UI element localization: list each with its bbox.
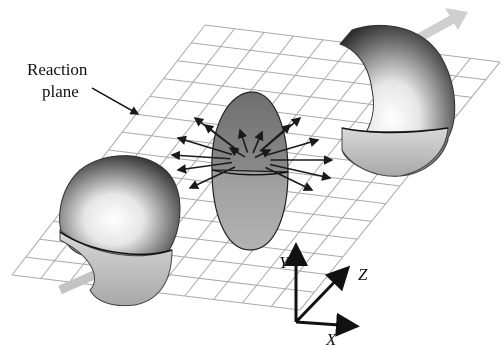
emission-arrows xyxy=(170,116,334,191)
axis-y-label: Y xyxy=(279,253,290,272)
overlap-almond xyxy=(211,91,289,251)
coordinate-axes: Y Z X xyxy=(279,242,368,349)
grid-line xyxy=(11,24,206,276)
emission-arrow xyxy=(203,124,240,152)
emission-arrow xyxy=(188,166,236,189)
label-line-reaction: Reaction xyxy=(27,60,88,79)
nucleus-right xyxy=(339,24,456,177)
emission-arrow xyxy=(259,123,292,152)
axis-x-arrow xyxy=(295,312,360,337)
emission-arrow xyxy=(237,128,249,153)
nucleus-left xyxy=(59,155,181,307)
emission-arrow xyxy=(176,135,233,156)
axis-z-arrow xyxy=(294,265,351,324)
label-pointer-arrow xyxy=(91,87,140,115)
emission-arrow xyxy=(176,161,233,174)
axis-x-label: X xyxy=(325,330,337,349)
reaction-plane-label: Reaction plane xyxy=(27,60,140,115)
label-line-plane: plane xyxy=(42,82,79,101)
emission-arrow xyxy=(228,147,246,158)
emission-arrow xyxy=(170,150,231,161)
emission-arrow xyxy=(265,166,314,191)
emission-arrow xyxy=(266,137,320,156)
emission-arrow xyxy=(254,149,272,159)
beam-arrow-right xyxy=(412,8,468,44)
emission-arrow xyxy=(269,163,332,181)
emission-arrow xyxy=(252,130,264,154)
axis-z-label: Z xyxy=(358,265,368,284)
